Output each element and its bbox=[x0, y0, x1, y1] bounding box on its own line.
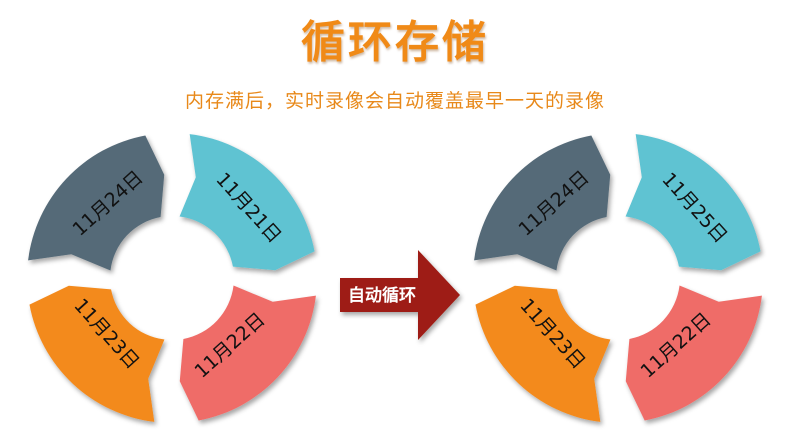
segment-after-1 bbox=[625, 134, 761, 271]
auto-cycle-arrow bbox=[340, 250, 460, 340]
segment-before-3 bbox=[29, 285, 165, 422]
page-title: 循环存储 bbox=[301, 17, 489, 68]
page-subtitle: 内存满后，实时录像会自动覆盖最早一天的录像 bbox=[184, 90, 605, 112]
arrow-shape bbox=[340, 250, 460, 340]
segment-before-0 bbox=[28, 135, 165, 271]
segment-after-3 bbox=[475, 285, 611, 422]
segment-before-2 bbox=[179, 285, 316, 421]
segment-after-0 bbox=[474, 135, 611, 271]
arrow-label: 自动循环 bbox=[348, 285, 416, 306]
cycle-after bbox=[474, 134, 762, 422]
cycle-before bbox=[28, 134, 316, 422]
segment-after-2 bbox=[625, 285, 762, 421]
segment-before-1 bbox=[179, 134, 315, 271]
